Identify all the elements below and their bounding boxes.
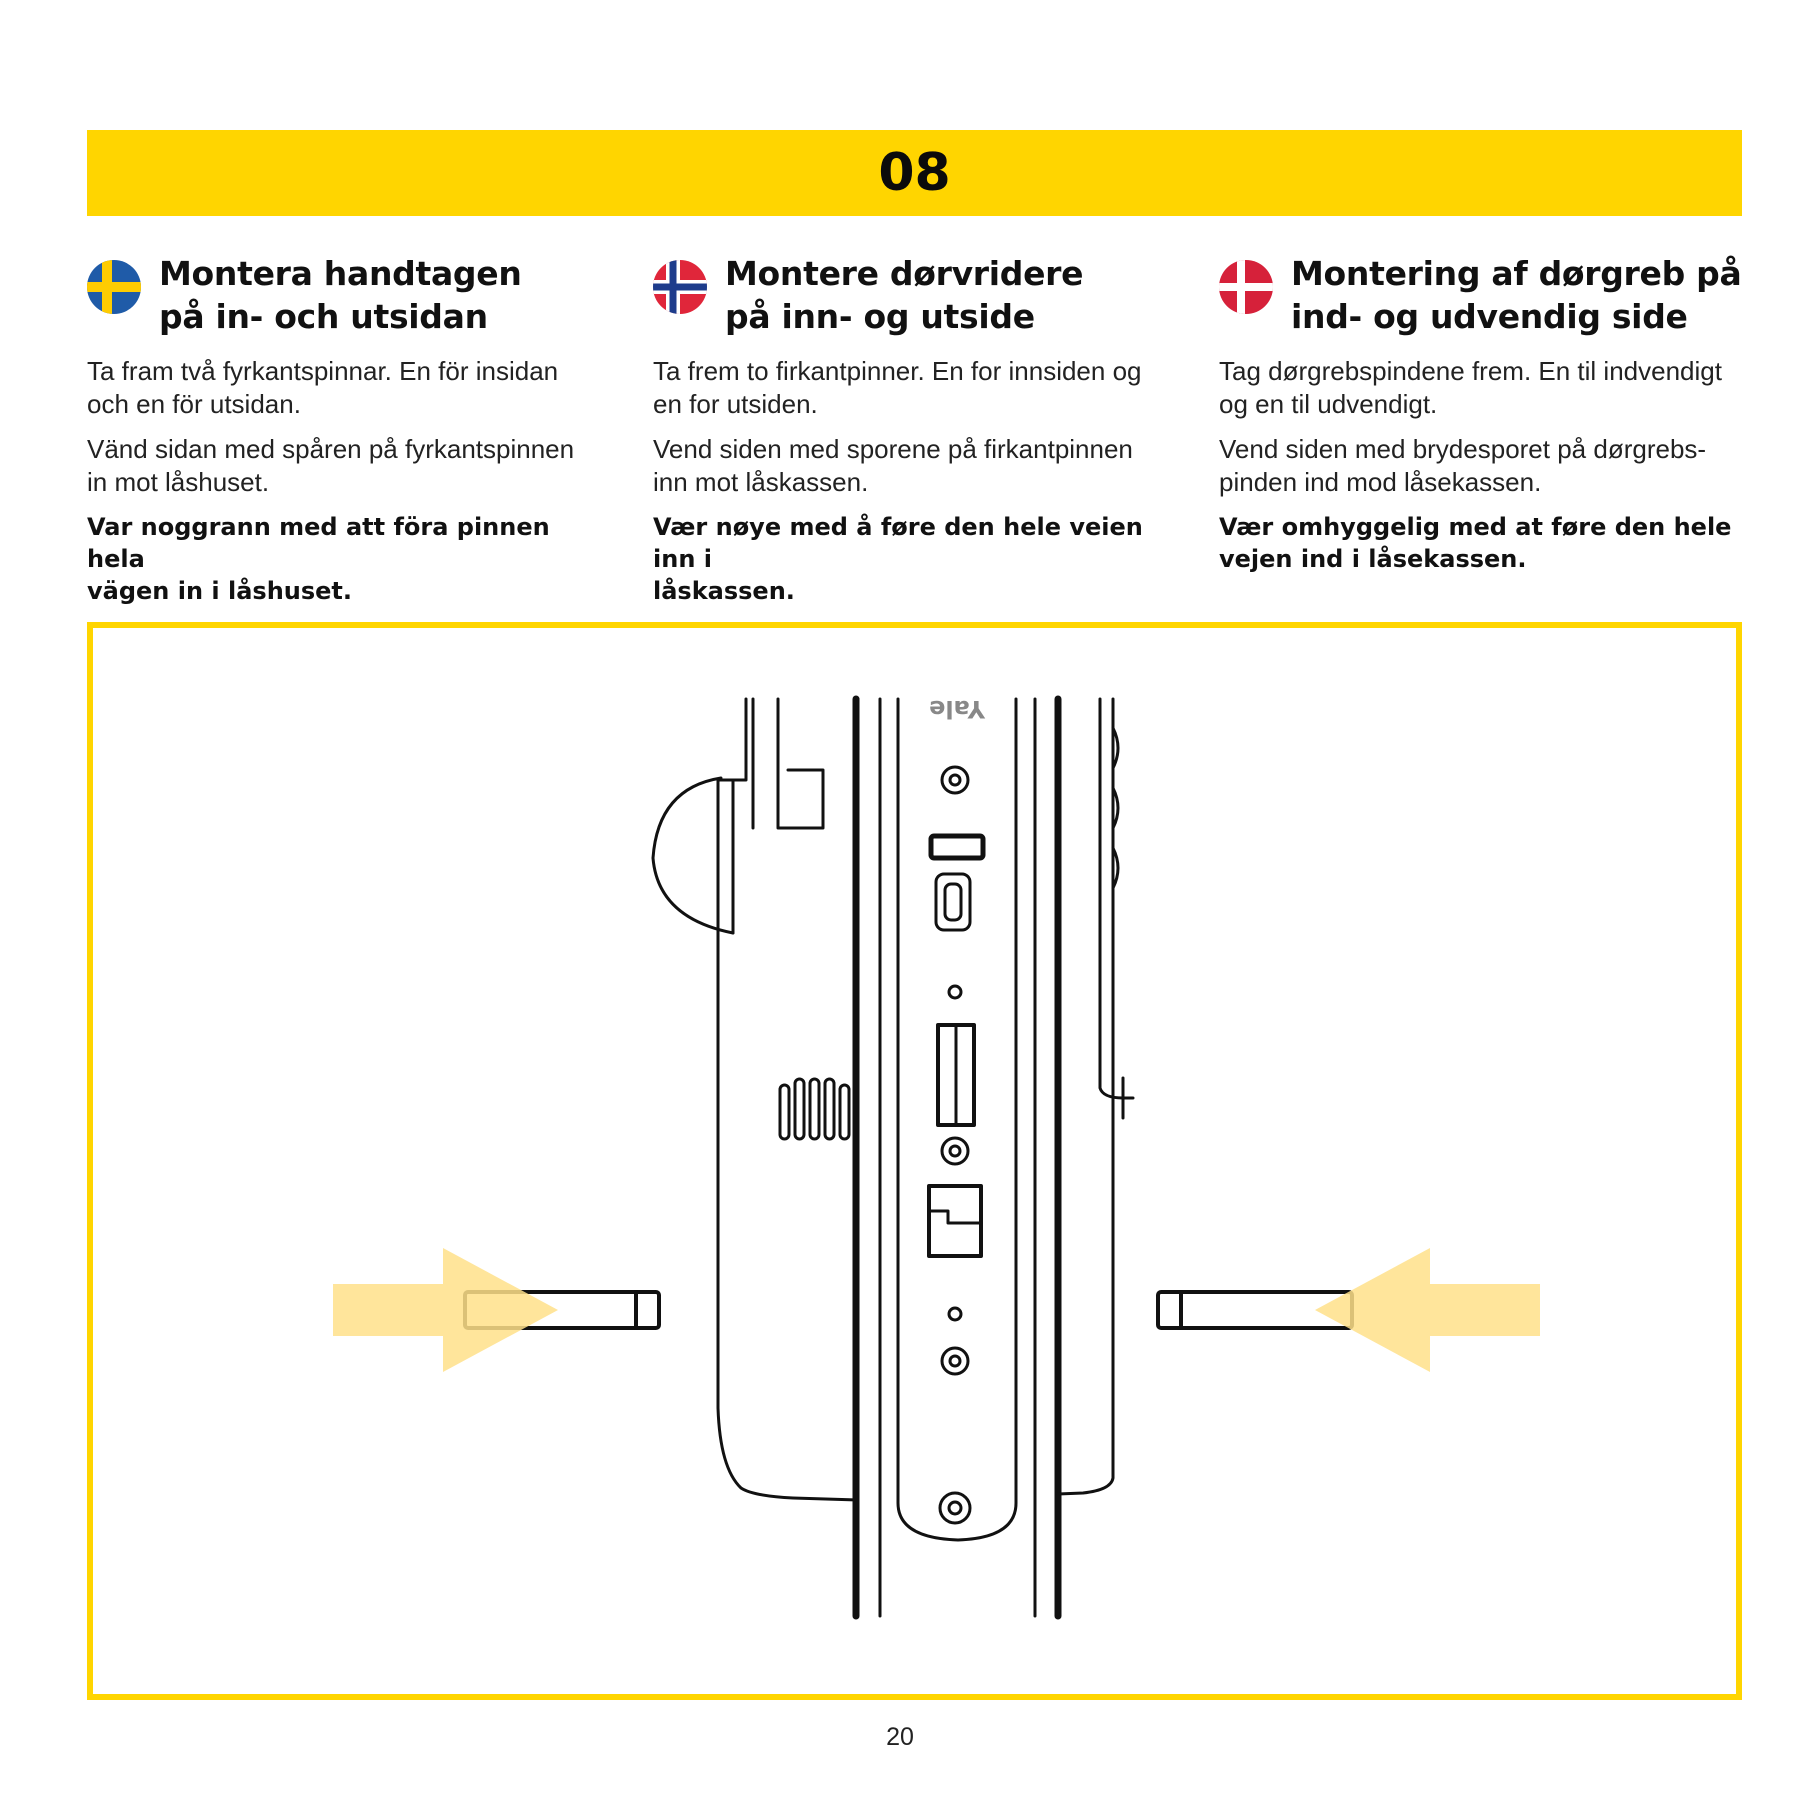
- text-line: en for utsiden.: [653, 389, 818, 419]
- column-title: Montere dørvridere på inn- og utside: [725, 252, 1084, 338]
- column-norwegian: Montere dørvridere på inn- og utside Ta …: [653, 252, 1178, 619]
- column-body: Tag dørgrebspindene frem. En til indvend…: [1219, 355, 1744, 575]
- text-line: Vänd sidan med spåren på fyrkantspinnen: [87, 434, 575, 464]
- column-title: Montering af dørgreb på ind- og udvendig…: [1291, 252, 1742, 338]
- title-line: på in- och utsidan: [159, 297, 488, 336]
- text-line: låskassen.: [653, 577, 795, 605]
- column-danish: Montering af dørgreb på ind- og udvendig…: [1219, 252, 1744, 587]
- denmark-flag-icon: [1219, 260, 1273, 314]
- column-header: Montere dørvridere på inn- og utside: [653, 252, 1178, 338]
- title-line: Montere dørvridere: [725, 254, 1084, 293]
- paragraph: Vend siden med brydesporet på dørgrebs-p…: [1219, 433, 1744, 499]
- column-header: Montering af dørgreb på ind- og udvendig…: [1219, 252, 1744, 338]
- insert-arrow-right-icon: [333, 1248, 558, 1372]
- lock-body-illustration: Yale: [333, 695, 1540, 1620]
- text-line: Vend siden med sporene på firkantpinnen: [653, 434, 1133, 464]
- text-line: vejen ind i låsekassen.: [1219, 545, 1527, 573]
- step-number: 08: [878, 143, 951, 203]
- note: Vær omhyggelig med at føre den hele vejen…: [1219, 511, 1744, 575]
- sweden-flag-icon: [87, 260, 141, 314]
- paragraph: Ta frem to firkantpinner. En for innside…: [653, 355, 1178, 421]
- title-line: Montering af dørgreb på: [1291, 254, 1742, 293]
- column-swedish: Montera handtagen på in- och utsidan Ta …: [87, 252, 612, 619]
- text-line: Ta fram två fyrkantspinnar. En för insid…: [87, 356, 559, 386]
- brand-text: Yale: [929, 695, 986, 723]
- text-line: pinden ind mod låsekassen.: [1219, 467, 1542, 497]
- paragraph: Ta fram två fyrkantspinnar. En för insid…: [87, 355, 612, 421]
- column-title: Montera handtagen på in- och utsidan: [159, 252, 522, 338]
- text-line: Tag dørgrebspindene frem. En til indvend…: [1219, 356, 1722, 386]
- text-line: Ta frem to firkantpinner. En for innside…: [653, 356, 1142, 386]
- column-body: Ta frem to firkantpinner. En for innside…: [653, 355, 1178, 607]
- text-line: in mot låshuset.: [87, 467, 270, 497]
- illustration-frame: Yale: [87, 622, 1742, 1700]
- text-line: vägen in i låshuset.: [87, 577, 353, 605]
- title-line: ind- og udvendig side: [1291, 297, 1688, 336]
- text-line: Vend siden med brydesporet på dørgrebs-: [1219, 434, 1707, 464]
- note: Var noggrann med att föra pinnen hela väg…: [87, 511, 612, 607]
- column-body: Ta fram två fyrkantspinnar. En för insid…: [87, 355, 612, 607]
- column-header: Montera handtagen på in- och utsidan: [87, 252, 612, 338]
- norway-flag-icon: [653, 260, 707, 314]
- step-banner: 08: [87, 130, 1742, 216]
- text-line: og en til udvendigt.: [1219, 389, 1438, 419]
- page-number: 20: [886, 1723, 914, 1751]
- text-line: Var noggrann med att föra pinnen hela: [87, 513, 550, 573]
- note: Vær nøye med å føre den hele veien inn i…: [653, 511, 1178, 607]
- text-line: Vær nøye med å føre den hele veien inn i: [653, 513, 1143, 573]
- title-line: på inn- og utside: [725, 297, 1035, 336]
- text-line: Vær omhyggelig med at føre den hele: [1219, 513, 1732, 541]
- text-line: inn mot låskassen.: [653, 467, 869, 497]
- title-line: Montera handtagen: [159, 254, 522, 293]
- paragraph: Tag dørgrebspindene frem. En til indvend…: [1219, 355, 1744, 421]
- text-line: och en för utsidan.: [87, 389, 301, 419]
- insert-arrow-left-icon: [1315, 1248, 1540, 1372]
